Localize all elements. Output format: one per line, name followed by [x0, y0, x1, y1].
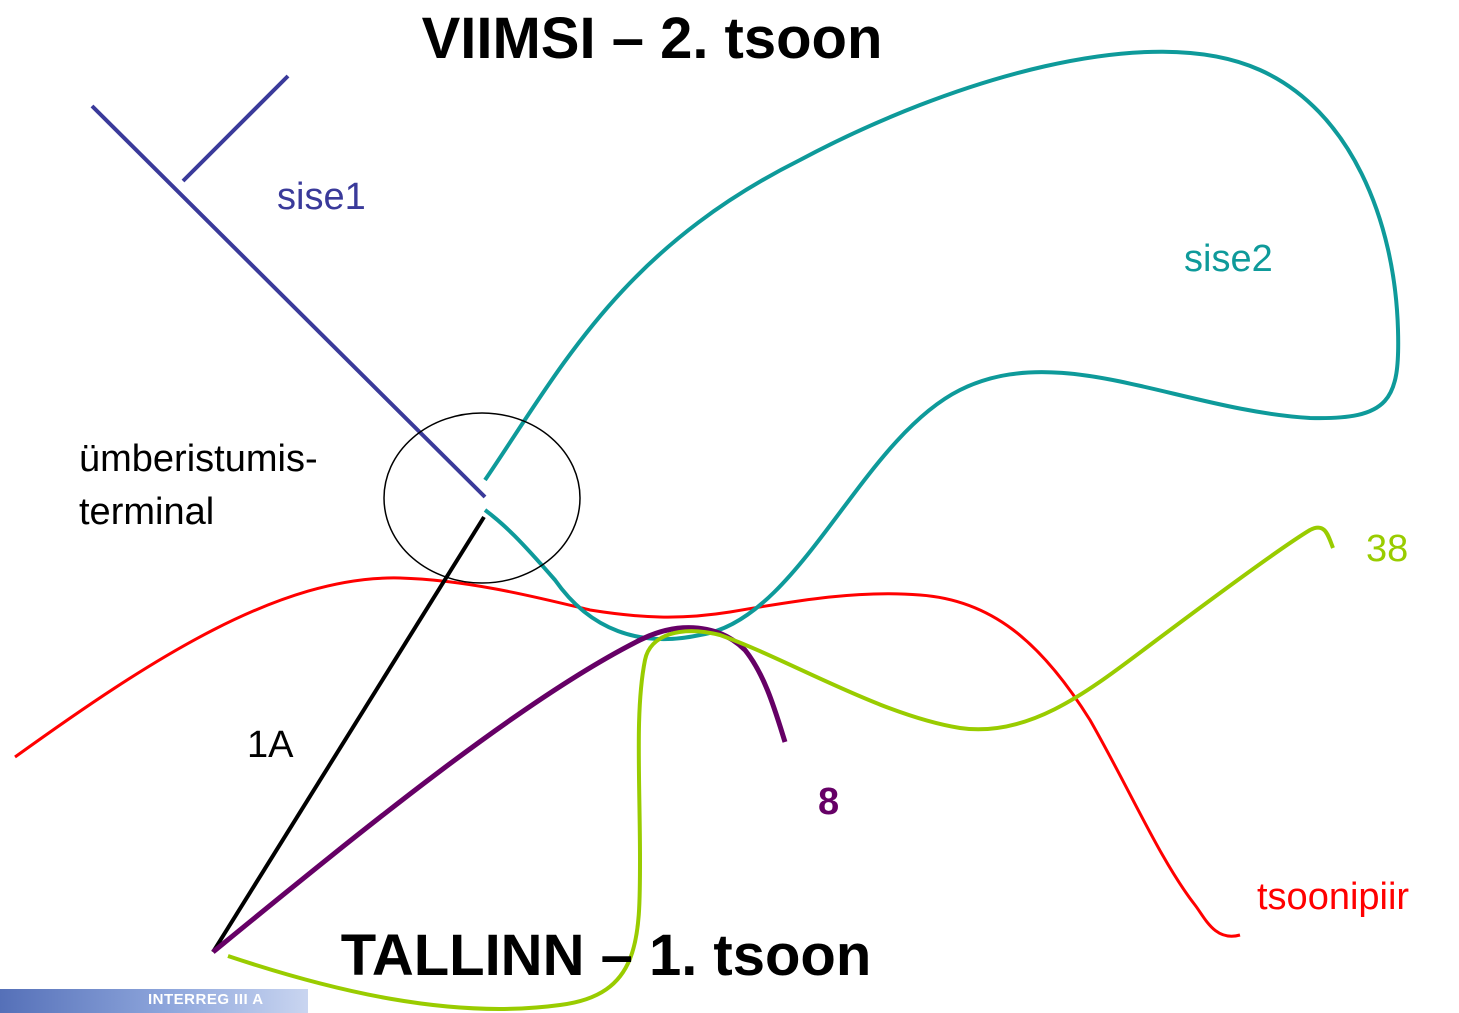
route-1A-line [211, 515, 486, 954]
top-zone-title: VIIMSI – 2. tsoon [422, 6, 883, 71]
terminal-label-line1: ümberistumis- [79, 438, 318, 480]
route-1A-label: 1A [247, 724, 294, 766]
zone-border-line [14, 576, 1241, 938]
sise2-route-line [483, 49, 1401, 642]
zone-border-label: tsoonipiir [1257, 876, 1409, 918]
transfer-terminal-circle [383, 412, 581, 584]
terminal-label-line2: terminal [79, 491, 214, 533]
sise2-label: sise2 [1184, 238, 1273, 280]
interreg-logo-text: INTERREG III A [148, 991, 264, 1008]
route-8-line [211, 625, 788, 954]
interreg-logo [0, 989, 308, 1013]
route-38-line [227, 525, 1335, 1011]
sise1-branch-line [181, 74, 290, 183]
sise1-label: sise1 [277, 176, 366, 218]
route-38-label: 38 [1366, 528, 1408, 570]
route-8-label: 8 [818, 781, 839, 823]
bottom-zone-title: TALLINN – 1. tsoon [341, 923, 872, 988]
